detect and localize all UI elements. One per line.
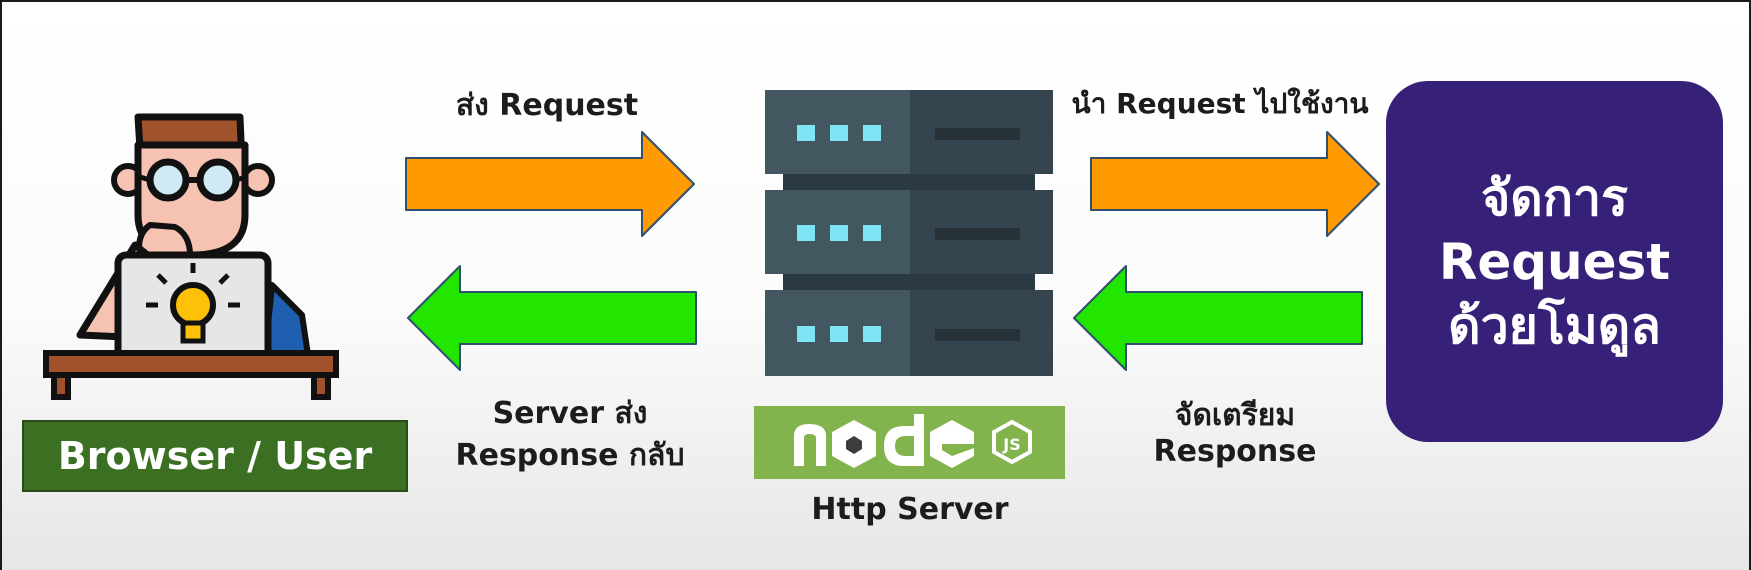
module-handler-box: จัดการ Request ด้วยโมดูล [1386,81,1723,442]
prepare-response-label-line1: จัดเตรียม [1174,398,1296,433]
request-arrow-to-server [405,131,695,237]
send-request-label: ส่ง Request [455,88,639,123]
server-send-response-label-line1: Server ส่ง [492,396,648,431]
response-arrow-to-user [407,265,697,371]
svg-text:JS: JS [1002,435,1020,454]
module-line-1: จัดการ [1481,168,1628,227]
http-server-label: Http Server [811,492,1009,527]
request-arrow-to-module [1090,131,1380,237]
nodejs-logo-graphic: JS [794,414,1032,468]
use-request-label: นำ Request ไปใช้งาน [1071,87,1369,120]
response-arrow-to-server [1073,265,1363,371]
nodejs-logo: JS [754,406,1065,479]
server-send-response-label-line2: Response กลับ [455,438,685,473]
module-handler-text: จัดการ Request ด้วยโมดูล [1439,166,1670,358]
module-line-3: ด้วยโมดูล [1448,296,1661,355]
user-at-laptop-icon [43,113,339,400]
server-rack-icon [765,90,1053,376]
browser-user-box: Browser / User [22,420,408,492]
prepare-response-label-line2: Response [1153,434,1317,469]
module-line-2: Request [1438,232,1671,291]
